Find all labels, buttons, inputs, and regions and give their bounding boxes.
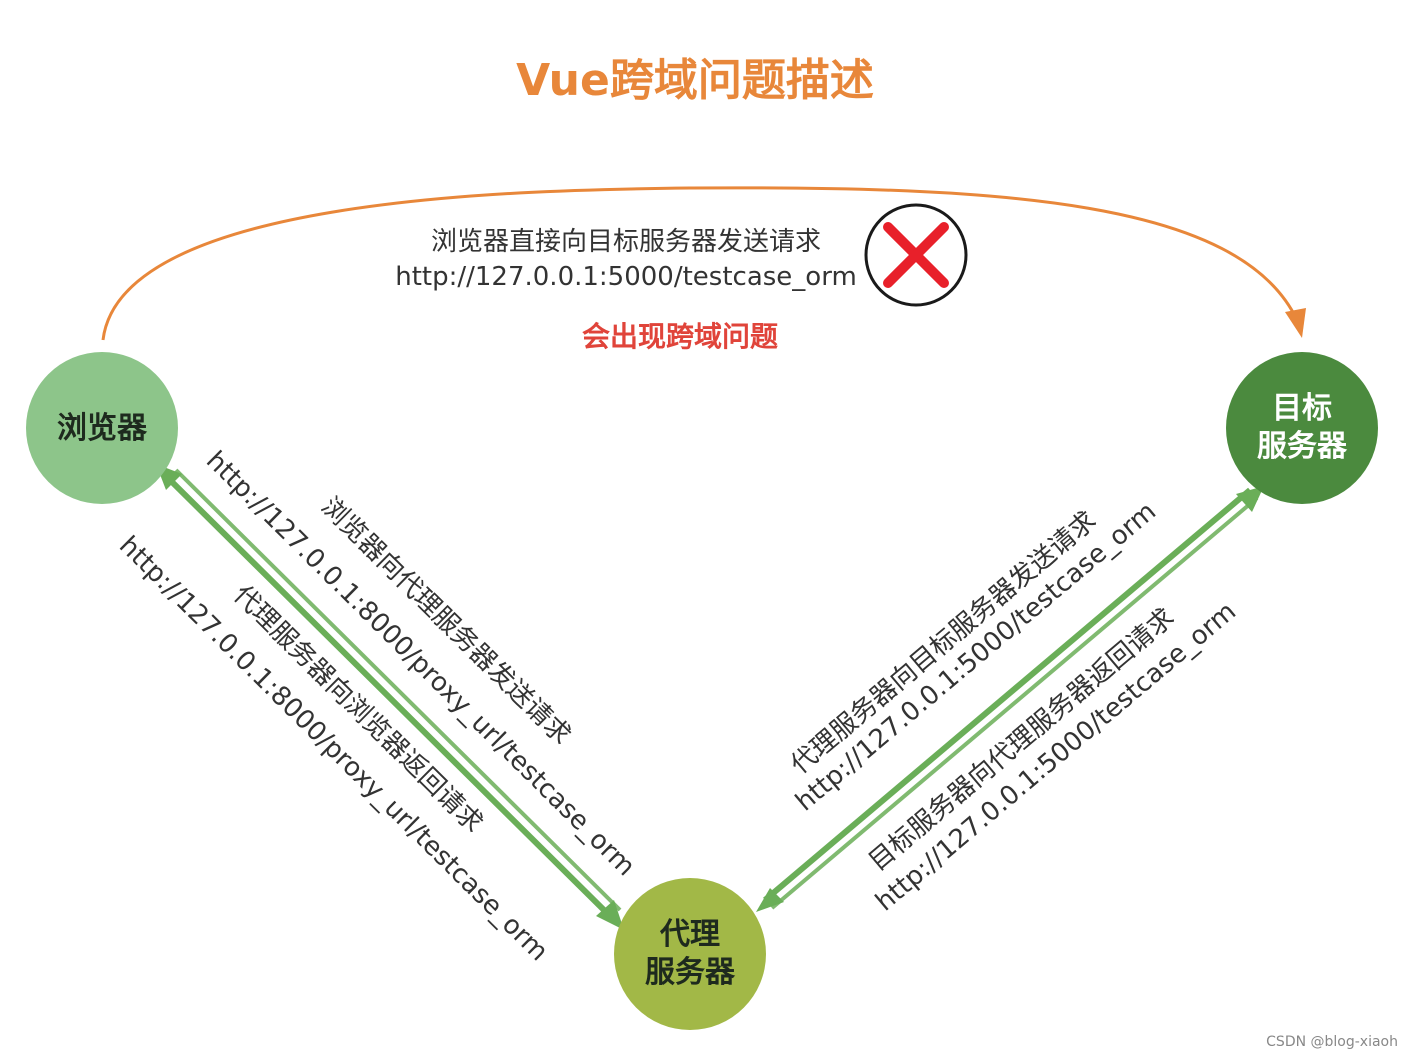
target-to-proxy-label: 目标服务器向代理服务器返回请求: [863, 603, 1180, 878]
target-server-node: 目标 服务器: [1226, 352, 1378, 504]
arrowhead-to-proxy: [596, 900, 624, 930]
direct-request-arrowhead: [1285, 308, 1306, 338]
proxy-target-arrows: [756, 486, 1264, 912]
proxy-node-label-line2: 服务器: [645, 955, 736, 990]
watermark: CSDN @blog-xiaoh: [1266, 1034, 1398, 1050]
direct-request-url: http://127.0.0.1:5000/testcase_orm: [395, 262, 857, 292]
proxy-server-node: 代理 服务器: [614, 878, 766, 1030]
arrowhead-to-target: [1236, 486, 1264, 512]
browser-node-label: 浏览器: [57, 411, 148, 446]
arrowhead-to-proxy-from-target: [756, 888, 784, 912]
browser-node: 浏览器: [26, 352, 178, 504]
target-node-label-line1: 目标: [1272, 391, 1332, 426]
direct-request-curve: [101, 186, 1299, 341]
browser-proxy-arrows: [156, 464, 624, 930]
cors-warning: 会出现跨域问题: [582, 320, 778, 353]
target-node-label-line2: 服务器: [1257, 429, 1348, 464]
diagram-title: Vue跨域问题描述: [516, 55, 874, 106]
proxy-node-label-line1: 代理: [659, 917, 720, 952]
red-x-icon: [864, 203, 968, 307]
direct-request-label: 浏览器直接向目标服务器发送请求: [431, 227, 821, 257]
